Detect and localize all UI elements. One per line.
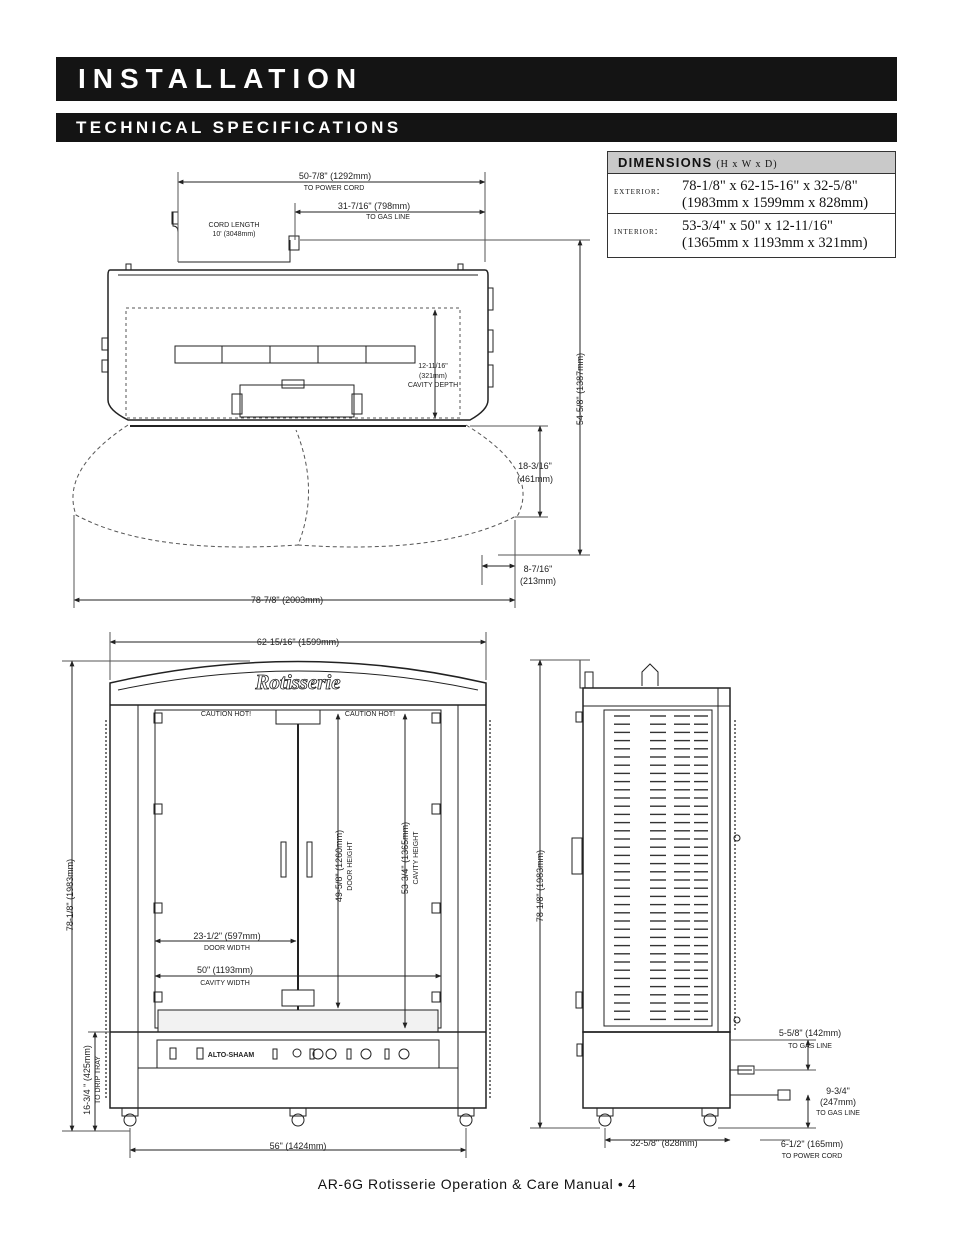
- cavity-depth-note: CAVITY DEPTH: [408, 382, 458, 389]
- power-cord-note: TO POWER CORD: [304, 185, 365, 192]
- side-view: [530, 659, 816, 1148]
- gas-line-dim: 31-7/16" (798mm): [338, 201, 410, 211]
- exterior-label: EXTERIOR:: [614, 186, 661, 197]
- door-swing-mm: (461mm): [517, 474, 553, 484]
- side-power-cord-note: TO POWER CORD: [782, 1153, 843, 1160]
- side-gas-line2-dim: 9-3/4": [826, 1086, 850, 1096]
- control-panel: [156, 1039, 440, 1069]
- subsection-header-bar: TECHNICAL SPECIFICATIONS: [56, 113, 897, 142]
- interior-imperial: 53-3/4" x 50" x 12-11/16": [682, 218, 833, 234]
- front-view-frame: [109, 660, 487, 1109]
- subsection-title: TECHNICAL SPECIFICATIONS: [76, 118, 402, 137]
- cavity-width-dim: 50" (1193mm): [197, 965, 253, 975]
- dimensions-table-header: DIMENSIONS (H x W x D): [608, 152, 895, 174]
- side-gas-line-note: TO GAS LINE: [788, 1043, 832, 1050]
- door-height-dim: 49-5/8" (1260mm): [334, 830, 344, 902]
- door-width-note: DOOR WIDTH: [204, 945, 250, 952]
- interior-label: INTERIOR:: [614, 226, 659, 237]
- side-power-cord-dim: 6-1/2" (165mm): [781, 1139, 843, 1149]
- spit-bar: [174, 345, 416, 364]
- side-vent-slots: [614, 715, 708, 1021]
- dimensions-order: (H x W x D): [716, 159, 778, 170]
- top-view-labels: 50-7/8" (1292mm) TO POWER CORD 31-7/16" …: [209, 171, 585, 605]
- caution-label-left: CAUTION HOT!: [201, 711, 251, 718]
- cavity-height-note: CAVITY HEIGHT: [413, 831, 420, 885]
- door-width-dim: 23-1/2" (597mm): [193, 931, 260, 941]
- side-depth-dim: 32-5/8" (828mm): [630, 1138, 697, 1148]
- interior-metric: (1365mm x 1193mm x 321mm): [682, 235, 868, 251]
- section-header-bar: INSTALLATION: [56, 57, 897, 101]
- drip-tray-note: TO DRIP TRAY: [95, 1056, 102, 1104]
- power-cord-dim: 50-7/8" (1292mm): [299, 171, 371, 181]
- cavity-depth-dim: 12-11/16": [418, 363, 448, 370]
- door-height-note: DOOR HEIGHT: [347, 841, 354, 891]
- cavity-depth-mm: (321mm): [419, 373, 447, 380]
- base-width-dim: 56" (1424mm): [270, 1141, 327, 1151]
- exterior-imperial: 78-1/8" x 62-15-16" x 32-5/8": [682, 178, 858, 194]
- panel-logo: ALTO-SHAAM: [208, 1052, 255, 1059]
- side-gas-line2-mm: (247mm): [820, 1097, 856, 1107]
- brand-logo: Rotisserie: [254, 670, 340, 694]
- cord-length-label: CORD LENGTH: [209, 222, 260, 229]
- exterior-row: EXTERIOR: 78-1/8" x 62-15-16" x 32-5/8" …: [608, 174, 895, 214]
- gas-line-note: TO GAS LINE: [366, 214, 410, 221]
- dimensions-table: DIMENSIONS (H x W x D) EXTERIOR: 78-1/8"…: [607, 151, 896, 258]
- drip-tray-dim: 16-3/4 " (425mm): [82, 1045, 92, 1115]
- offset-mm: (213mm): [520, 576, 556, 586]
- exterior-metric: (1983mm x 1599mm x 828mm): [682, 195, 869, 211]
- door-swing-left: [72, 424, 309, 548]
- overall-width-dim: 62-15/16" (1599mm): [257, 637, 339, 647]
- cavity-height-dim: 53-3/4" (1365mm): [400, 822, 410, 894]
- overall-height-dim: 78-1/8" (1983mm): [65, 859, 75, 931]
- door-swing-right: [297, 424, 524, 548]
- front-view-labels: 62-15/16" (1599mm) Rotisserie CAUTION HO…: [65, 637, 420, 1151]
- cord-length-value: 10' (3048mm): [213, 231, 256, 238]
- side-view-labels: 78-1/8" (1983mm) 5-5/8" (142mm) TO GAS L…: [535, 850, 860, 1160]
- door-swing-dim: 18-3/16": [518, 461, 552, 471]
- top-view-body: [107, 269, 489, 421]
- caution-label-right: CAUTION HOT!: [345, 711, 395, 718]
- page-footer: AR-6G Rotisserie Operation & Care Manual…: [317, 1176, 637, 1192]
- overall-depth-dim: 54-5/8" (1387mm): [575, 353, 585, 425]
- offset-dim: 8-7/16": [524, 564, 553, 574]
- dimensions-title: DIMENSIONS: [618, 155, 713, 170]
- section-title: INSTALLATION: [78, 63, 364, 94]
- swing-width-dim: 78-7/8" (2003mm): [251, 595, 323, 605]
- side-overall-height-dim: 78-1/8" (1983mm): [535, 850, 545, 922]
- side-gas-line2-note: TO GAS LINE: [816, 1110, 860, 1117]
- side-view-body: [582, 687, 731, 1033]
- top-view: [72, 172, 590, 608]
- cavity-width-note: CAVITY WIDTH: [200, 980, 250, 987]
- front-view: [62, 632, 491, 1158]
- interior-row: INTERIOR: 53-3/4" x 50" x 12-11/16" (136…: [608, 214, 895, 254]
- side-gas-line-dim: 5-5/8" (142mm): [779, 1028, 841, 1038]
